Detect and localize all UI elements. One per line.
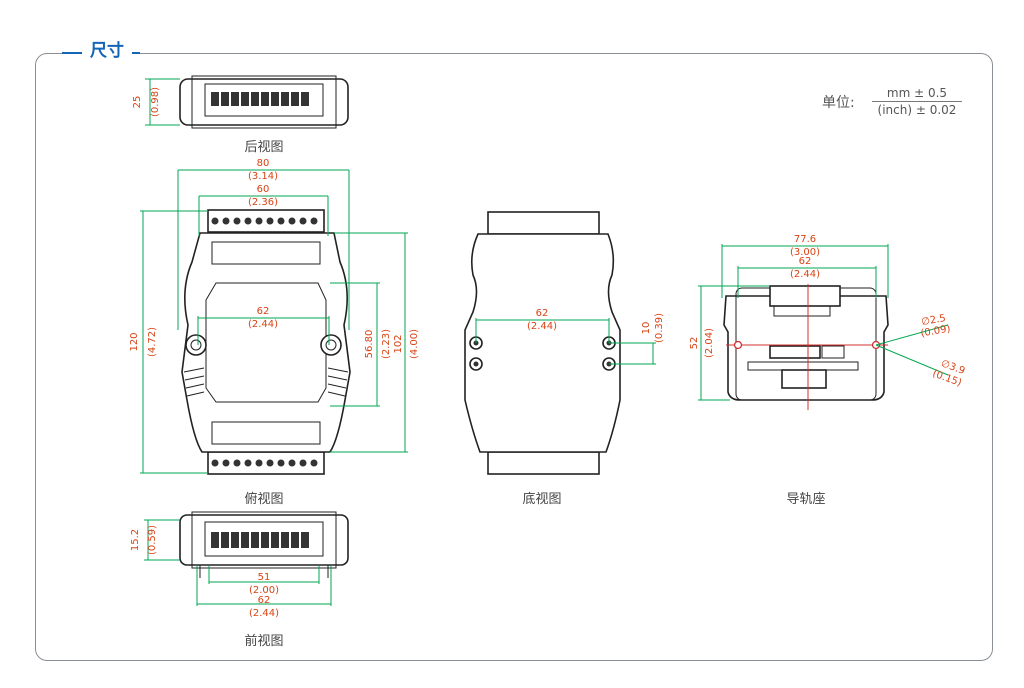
unit-denominator: (inch) ± 0.02 — [877, 103, 957, 117]
unit-label: 单位: — [822, 95, 855, 111]
top-width-80-in: (3.14) — [248, 171, 278, 182]
bottom-upper-tab — [487, 211, 600, 235]
top-label-upper — [211, 241, 321, 265]
bottom-body — [464, 233, 621, 453]
unit-fraction: mm ± 0.5 (inch) ± 0.02 — [872, 86, 962, 117]
front-inner — [191, 511, 337, 569]
title-dash-left — [62, 52, 82, 54]
bottom-width-62-in: (2.44) — [527, 321, 557, 332]
section-title: 尺寸 — [82, 40, 132, 62]
front-height-in: (0.59) — [147, 525, 158, 555]
top-label-lower — [211, 421, 321, 445]
top-width-60-in: (2.36) — [248, 197, 278, 208]
title-dash-right — [128, 52, 140, 54]
top-lower-screws — [211, 459, 318, 467]
rail-view: 77.6 (3.00) 62 (2.44) 52 (2.04) ∅2.5 (0.… — [689, 234, 966, 410]
rail-view-label: 导轨座 — [786, 492, 826, 507]
rail-width-62: 62 — [799, 256, 812, 267]
front-width-51: 51 — [258, 572, 271, 583]
rail-clip-bottom — [781, 369, 827, 389]
back-terminal-block — [204, 83, 324, 117]
front-pins — [211, 532, 309, 548]
rail-hole-left — [733, 340, 743, 350]
rail-clip-mid — [769, 345, 821, 359]
front-width-51-in: (2.00) — [249, 585, 279, 596]
front-terminal-block — [204, 521, 324, 557]
top-mount-hole-left — [185, 334, 207, 356]
bottom-lower-tab — [487, 451, 600, 475]
rail-width-77-in: (3.00) — [790, 247, 820, 258]
rail-diameter-25-in: (0.09) — [920, 323, 952, 339]
front-width-62-in: (2.44) — [249, 608, 279, 619]
rail-clip-top — [769, 285, 841, 307]
rail-width-62-in: (2.44) — [790, 269, 820, 280]
top-height-56: 56.80 — [364, 330, 375, 359]
top-center-panel — [205, 282, 327, 403]
bottom-view: 62 (2.44) 10 (0.39) — [464, 211, 665, 475]
front-view: 15.2 (0.59) 51 (2.00) 62 (2.44) — [130, 511, 349, 619]
top-side-ribs — [183, 367, 349, 397]
top-width-80: 80 — [257, 158, 270, 169]
top-height-120-in: (4.72) — [147, 327, 158, 357]
back-height-mm: 25 — [132, 96, 143, 109]
rail-width-77: 77.6 — [794, 234, 816, 245]
top-height-56-in: (2.23) — [381, 329, 392, 359]
front-view-label: 前视图 — [244, 634, 284, 649]
bottom-view-label: 底视图 — [522, 492, 562, 507]
back-view: 25 (0.98) — [132, 75, 349, 129]
unit-numerator: mm ± 0.5 — [872, 86, 962, 102]
rail-diameter-25: ∅2.5 — [920, 313, 946, 328]
back-view-label: 后视图 — [244, 140, 284, 155]
top-width-60: 60 — [257, 184, 270, 195]
bottom-width-62: 62 — [536, 308, 549, 319]
rail-height-52: 52 — [689, 337, 700, 350]
top-mount-hole-right — [320, 334, 342, 356]
top-upper-screws — [211, 217, 318, 225]
front-width-62: 62 — [258, 595, 271, 606]
top-upper-terminal — [207, 209, 325, 233]
bottom-height-10: 10 — [641, 322, 652, 335]
back-inner — [191, 75, 337, 129]
top-view-label: 俯视图 — [244, 492, 284, 507]
back-pins — [211, 92, 309, 106]
bottom-height-10-in: (0.39) — [654, 313, 665, 343]
top-height-102: 102 — [393, 334, 404, 353]
dimension-frame — [35, 53, 993, 661]
top-height-102-in: (4.00) — [409, 329, 420, 359]
front-height: 15.2 — [130, 529, 141, 551]
back-height-in: (0.98) — [150, 87, 161, 117]
top-height-120: 120 — [129, 332, 140, 351]
top-width-62-in: (2.44) — [248, 319, 278, 330]
top-width-62: 62 — [257, 306, 270, 317]
rail-height-52-in: (2.04) — [704, 328, 715, 358]
top-view: 80 (3.14) 60 (2.36) 62 (2.44) 120 (4.72)… — [129, 158, 420, 475]
